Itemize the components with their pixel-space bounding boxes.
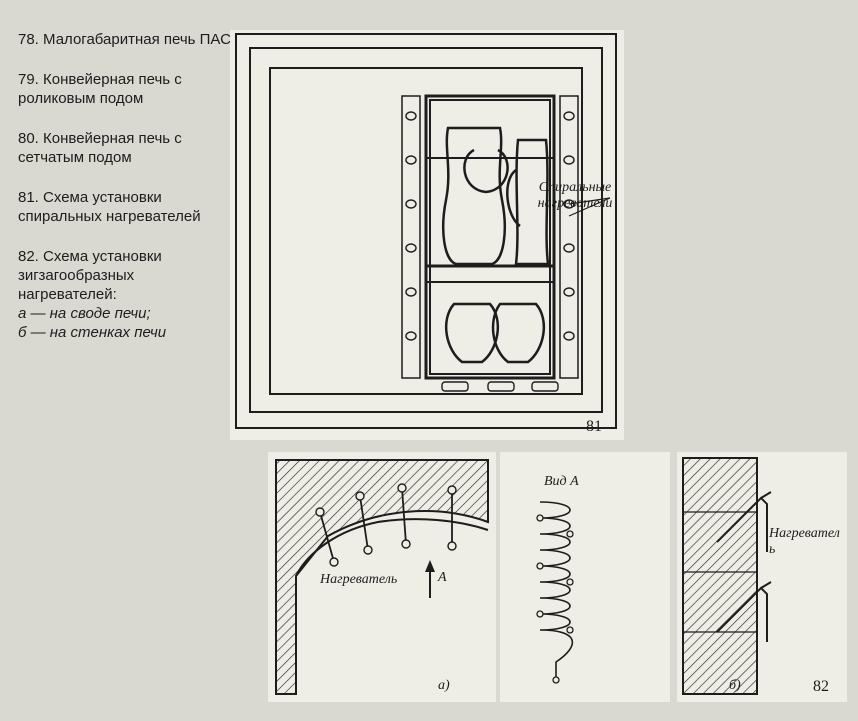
figure-82b-drawing <box>682 457 772 695</box>
pot-lower-left <box>445 302 499 364</box>
firing-chamber <box>424 94 556 380</box>
furnace-outer-wall <box>235 33 617 429</box>
label-spiral-heaters: Спиральные нагреватели <box>537 180 613 211</box>
spiral-heater-left-strip <box>401 95 421 379</box>
jug-handle <box>506 168 521 228</box>
label-heater-b: Нагреватель <box>769 526 840 557</box>
caption-82-sub-a: а — на своде печи; <box>18 305 151 322</box>
caption-82: 82. Схема установки зигзагообразных нагр… <box>18 247 233 342</box>
heater-bracket-upper <box>716 496 768 552</box>
caption-82-sub-b: б — на стенках печи <box>18 324 167 341</box>
firing-chamber-inner <box>429 99 551 375</box>
panel-label-b: б) <box>729 678 741 693</box>
wall-brickwork <box>682 457 758 695</box>
heater-rod-1 <box>319 511 335 563</box>
caption-list: 78. Малогабаритная печь ПАС 79. Конвейер… <box>18 30 233 363</box>
panel-label-a: а) <box>438 678 450 693</box>
vase-left <box>442 126 506 266</box>
figure-82-view-a: Вид А <box>500 452 670 702</box>
figure-81-number: 81 <box>586 418 602 435</box>
figure-82a-roof-heater: Нагреватель A а) <box>268 452 496 702</box>
label-heater-a: Нагреватель <box>320 572 398 587</box>
zigzag-heater <box>539 501 574 678</box>
spiral-heater-right-strip <box>559 95 579 379</box>
view-a-drawing <box>536 501 574 684</box>
jug-right <box>514 138 550 266</box>
caption-80: 80. Конвейерная печь с сетчатым подом <box>18 130 182 166</box>
heater-rod-2 <box>359 495 369 551</box>
label-arrow-a: A <box>438 570 447 585</box>
figure-82b-wall-heater: Нагреватель б) 82 <box>677 452 847 702</box>
figure-81-spiral-heaters: Спиральные нагреватели 81 <box>230 30 624 440</box>
pot-lower-right <box>491 302 545 364</box>
label-view-a: Вид А <box>544 474 579 489</box>
furnace-inner-casing <box>249 47 603 413</box>
heater-rod-3 <box>401 487 407 545</box>
caption-81: 81. Схема установки спиральных нагревате… <box>18 189 201 225</box>
furnace-chamber-frame <box>269 67 583 395</box>
caption-78: 78. Малогабаритная печь ПАС <box>18 31 231 48</box>
heater-bracket-lower <box>716 586 768 642</box>
bowl-middle <box>463 148 509 194</box>
caption-79: 79. Конвейерная печь с роликовым подом <box>18 71 182 107</box>
figure-82-number: 82 <box>813 678 829 695</box>
figure-81-drawing <box>235 33 617 429</box>
figure-82a-drawing <box>275 459 489 695</box>
